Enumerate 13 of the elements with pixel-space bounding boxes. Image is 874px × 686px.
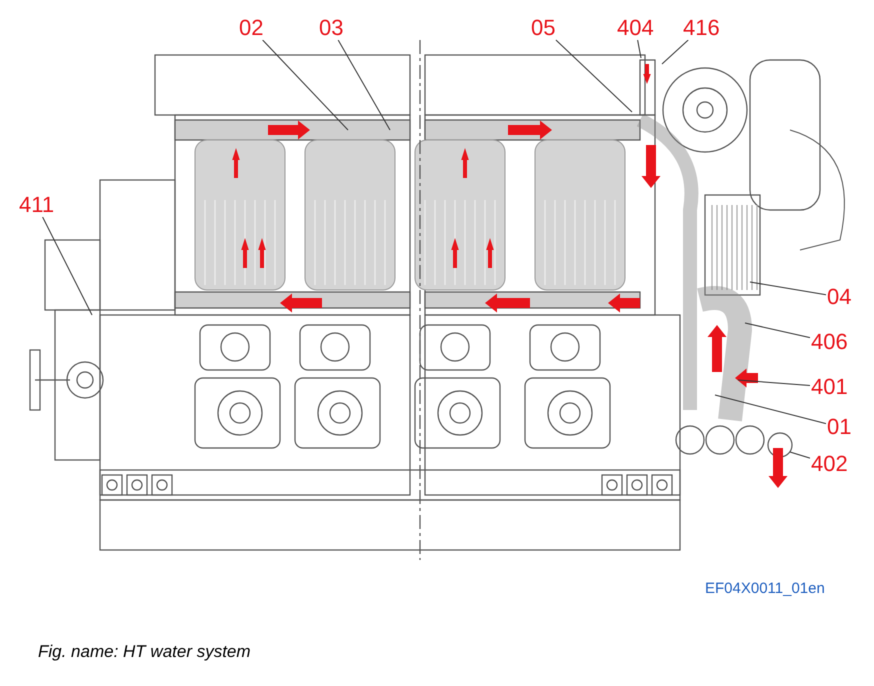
figure-caption: Fig. name: HT water system	[38, 642, 251, 662]
leader-line	[662, 40, 689, 64]
figure-code: EF04X0011_01en	[705, 580, 825, 597]
leader-line	[744, 322, 810, 338]
leader-line	[750, 282, 826, 296]
leader-line	[714, 394, 826, 424]
leader-line	[262, 40, 348, 130]
leader-line	[555, 40, 632, 112]
leader-line	[338, 40, 390, 130]
leader-line	[42, 216, 92, 316]
leader-line	[790, 452, 810, 459]
leader-line	[738, 380, 810, 386]
leader-line	[637, 40, 642, 58]
